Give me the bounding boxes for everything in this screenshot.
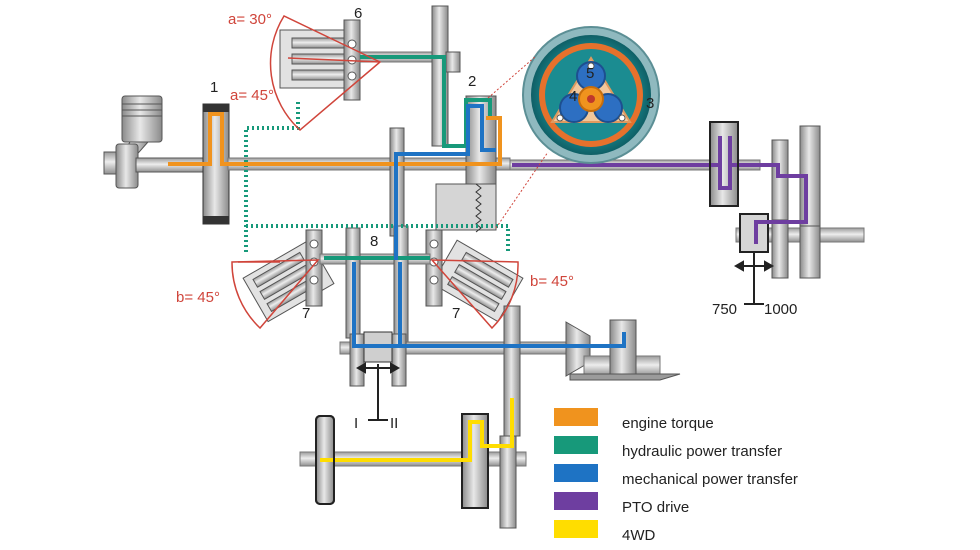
power-flow-4wd xyxy=(320,398,514,462)
range-gear-i: I xyxy=(354,415,358,432)
legend: engine torque hydraulic power transfer m… xyxy=(554,408,798,544)
legend-label-4wd: 4WD xyxy=(622,527,656,544)
label-6: 6 xyxy=(354,5,362,22)
pto-speed-high: 1000 xyxy=(764,301,797,318)
label-2: 2 xyxy=(468,73,476,90)
power-flow-mechanical xyxy=(352,104,626,348)
pto-gear-d xyxy=(799,225,821,279)
planetary-gear-inset xyxy=(522,26,660,164)
legend-label-hydraulic: hydraulic power transfer xyxy=(622,443,782,460)
legend-swatch-hydraulic xyxy=(554,436,598,454)
legend-swatch-4wd xyxy=(554,520,598,538)
angle-a30: a= 30° xyxy=(228,11,272,28)
hydraulic-unit-6 xyxy=(279,19,445,101)
power-flow-hydraulic-dotted xyxy=(244,102,510,254)
pto-speed-low: 750 xyxy=(712,301,737,318)
zoom-lines xyxy=(487,55,549,229)
pto-gear-c xyxy=(771,219,789,279)
pto-gear-a xyxy=(771,139,789,221)
label-1: 1 xyxy=(210,79,218,96)
bevel-pinion xyxy=(565,319,681,381)
angle-b45-left: b= 45° xyxy=(176,289,220,306)
range-gear-ii: II xyxy=(390,415,398,432)
clutch-drum xyxy=(435,183,497,231)
power-flow-engine xyxy=(168,112,502,166)
pto-gear-b xyxy=(799,125,821,237)
label-5: 5 xyxy=(586,65,594,82)
legend-swatch-engine xyxy=(554,408,598,426)
legend-label-engine: engine torque xyxy=(622,415,714,432)
engine-crankshaft xyxy=(103,143,207,189)
fwd-gear xyxy=(499,435,517,529)
legend-swatch-mechanical xyxy=(554,464,598,482)
fwd-flange-outline xyxy=(315,415,335,505)
angle-annotations xyxy=(231,15,519,330)
legend-label-pto: PTO drive xyxy=(622,499,689,516)
angle-a45: a= 45° xyxy=(230,87,274,104)
label-8: 8 xyxy=(370,233,378,250)
angle-b45-right: b= 45° xyxy=(530,273,574,290)
power-flow-pto xyxy=(512,136,808,244)
gear-top-hub xyxy=(445,51,461,73)
label-7-right: 7 xyxy=(452,305,460,322)
label-7-left: 7 xyxy=(302,305,310,322)
label-4: 4 xyxy=(569,88,577,105)
legend-label-mechanical: mechanical power transfer xyxy=(622,471,798,488)
hydraulic-unit-7-left xyxy=(242,229,335,323)
pto-speed-arrow xyxy=(733,252,775,305)
range-arrow xyxy=(355,362,401,421)
pto-clutch-outline xyxy=(709,121,739,207)
legend-swatch-pto xyxy=(554,492,598,510)
label-3: 3 xyxy=(646,95,654,112)
